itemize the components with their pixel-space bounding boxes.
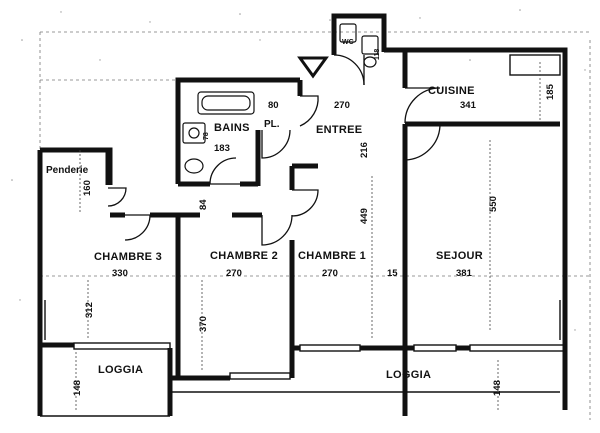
dim-loggia-right-height: 148 <box>492 380 503 396</box>
dimension-labels: 341 183 80 270 330 270 270 15 381 185 21… <box>72 49 556 396</box>
entry-marker-icon <box>297 56 329 79</box>
label-pl: PL. <box>264 119 280 130</box>
label-sejour: SEJOUR <box>436 250 483 262</box>
scan-speckle <box>11 9 591 331</box>
dim-chambre-3-height: 312 <box>84 302 95 318</box>
dim-cuisine-height: 185 <box>545 83 556 100</box>
label-chambre-3: CHAMBRE 3 <box>94 251 162 263</box>
bathtub-icon <box>197 91 255 115</box>
dim-cuisine-width: 341 <box>460 100 477 111</box>
walls <box>37 13 568 416</box>
dim-loggia-left-height: 148 <box>72 380 83 396</box>
dim-chambre-1-width: 270 <box>322 268 338 279</box>
dim-entree-height: 216 <box>359 142 370 158</box>
label-loggia-right: LOGGIA <box>386 369 431 381</box>
label-chambre-1: CHAMBRE 1 <box>298 250 366 262</box>
dim-chambre-2-width: 270 <box>226 268 242 279</box>
dim-entree-width: 270 <box>334 100 350 111</box>
dim-couloir-84: 84 <box>198 199 209 210</box>
dim-wall-15: 15 <box>387 268 398 279</box>
label-loggia-left: LOGGIA <box>98 364 143 376</box>
water-heater-icon <box>339 23 357 43</box>
dim-wc: 118 <box>374 49 381 60</box>
dim-bains-width: 183 <box>214 143 230 154</box>
dim-chambre-2-height: 370 <box>198 316 209 332</box>
dim-bains-sink: 78 <box>203 132 210 140</box>
glazing <box>40 54 566 417</box>
dim-sejour-height: 550 <box>488 196 499 212</box>
dim-corridor-80: 80 <box>268 100 279 111</box>
construction-lines <box>39 31 591 420</box>
label-entree: ENTREE <box>316 124 362 136</box>
label-penderie: Penderie <box>46 165 89 176</box>
room-labels: CUISINE BAINS PL. ENTREE Penderie CHAMBR… <box>46 39 483 381</box>
sink-icon <box>182 122 206 144</box>
toilet-icon <box>361 35 379 55</box>
label-bains: BAINS <box>214 122 250 134</box>
dim-penderie-height: 160 <box>82 180 93 196</box>
dim-chambre-3-width: 330 <box>112 268 128 279</box>
label-chambre-2: CHAMBRE 2 <box>210 250 278 262</box>
dim-sejour-width: 381 <box>456 268 473 279</box>
washbasin-icon <box>184 158 204 174</box>
dimension-lines <box>75 62 541 410</box>
label-cuisine: CUISINE <box>428 85 475 97</box>
fixtures <box>182 23 379 174</box>
label-wc: WC <box>342 39 354 46</box>
dim-chambre-1-height: 449 <box>359 208 370 224</box>
